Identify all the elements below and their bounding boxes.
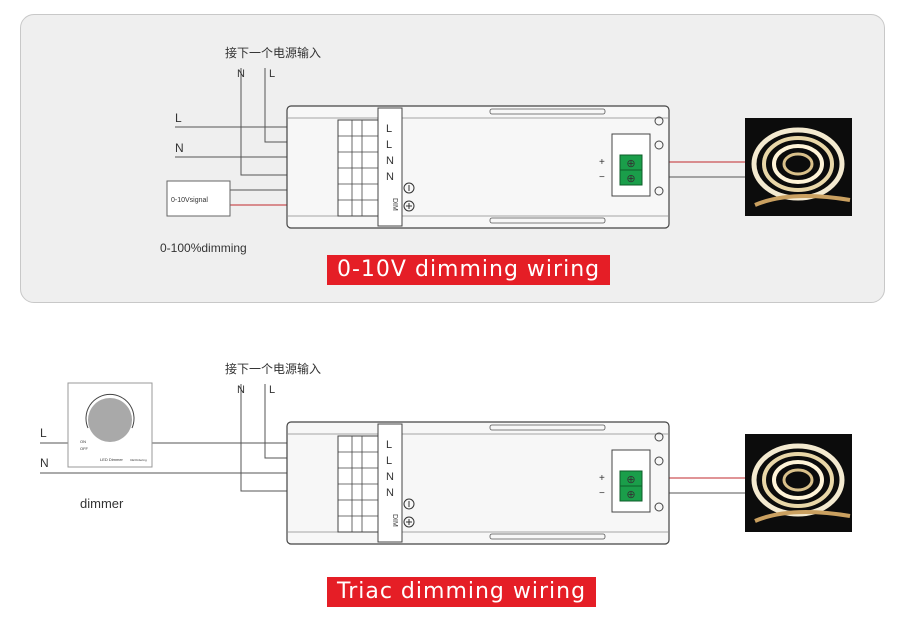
banner-0-10v: 0-10V dimming wiring	[327, 255, 611, 285]
supply-l-label-1: L	[269, 68, 275, 80]
terminal-label-n1: N	[386, 155, 394, 167]
signal-box	[166, 180, 231, 217]
led-strip-image-2	[745, 434, 852, 532]
input-l-label-2: L	[40, 426, 47, 440]
terminal-label-l2-2: L	[386, 455, 392, 467]
dimmer-on-label: ON	[80, 439, 86, 444]
dimmer-name-label: LED Dimmer	[100, 457, 124, 462]
led-strip-image-1	[745, 118, 852, 216]
dimmer-off-label: OFF	[80, 446, 89, 451]
dim-minus-symbol	[403, 182, 415, 194]
dimmer-brand-label: CE/Ordering	[130, 458, 147, 462]
vent-bottom	[489, 217, 606, 224]
control-caption-2: dimmer	[80, 496, 124, 511]
supply-l-label-2: L	[269, 384, 275, 396]
terminal-label-l1: L	[386, 123, 392, 135]
vent-top	[489, 108, 606, 115]
output-minus-terminal	[619, 169, 643, 186]
output-minus-label-1: −	[599, 172, 605, 183]
dim-plus-symbol	[403, 200, 415, 212]
output-plus-label-1: +	[599, 157, 605, 168]
output-minus-terminal-2	[619, 485, 643, 502]
svg-text:⊕: ⊕	[626, 158, 635, 170]
terminal-label-l2: L	[386, 139, 392, 151]
terminal-label-dim: DIM	[391, 198, 398, 211]
mount-hole	[654, 116, 664, 126]
input-n-label-2: N	[40, 456, 49, 470]
output-plus-label-2: +	[599, 473, 605, 484]
terminal-label-n1-2: N	[386, 471, 394, 483]
svg-text:⊕: ⊕	[626, 173, 635, 185]
input-l-label-1: L	[175, 111, 182, 125]
signal-box-label: 0-10Vsignal	[171, 197, 208, 204]
driver-unit-2: ⊕ ⊕	[286, 421, 670, 545]
output-minus-label-2: −	[599, 488, 605, 499]
terminal-label-dim-2: DIM	[391, 514, 398, 527]
control-caption-1: 0-100%dimming	[160, 241, 247, 255]
svg-text:⊕: ⊕	[626, 474, 635, 486]
terminal-label-l1-2: L	[386, 439, 392, 451]
input-n-label-1: N	[175, 141, 184, 155]
svg-text:⊕: ⊕	[626, 489, 635, 501]
terminal-label-n2: N	[386, 171, 394, 183]
terminal-label-n2-2: N	[386, 487, 394, 499]
next-supply-label-1: 接下一个电源输入	[225, 45, 321, 60]
supply-n-label-2: N	[237, 384, 245, 396]
driver-unit-1: ⊕ ⊕	[286, 105, 670, 229]
banner-triac: Triac dimming wiring	[327, 577, 597, 607]
next-supply-label-2: 接下一个电源输入	[225, 361, 321, 376]
supply-n-label-1: N	[237, 68, 245, 80]
dimmer-device	[67, 382, 153, 468]
